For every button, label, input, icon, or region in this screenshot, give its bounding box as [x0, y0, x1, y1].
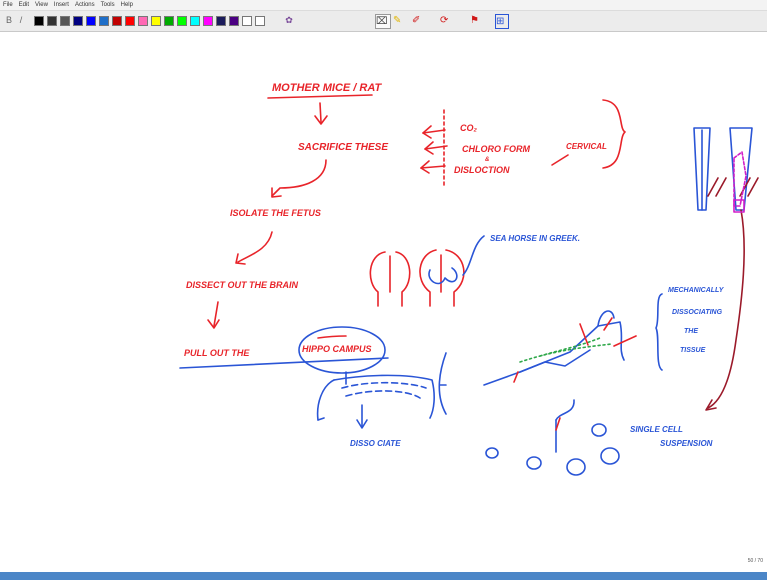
dark-ink-strokes [705, 177, 759, 411]
note-seahorse: SEA HORSE IN GREEK. [490, 234, 580, 243]
color-swatch[interactable] [190, 16, 200, 26]
note-title: MOTHER MICE / RAT [272, 82, 382, 94]
insert-space-icon[interactable]: ⊞ [495, 14, 509, 29]
color-swatch[interactable] [125, 16, 135, 26]
color-swatch[interactable] [229, 16, 239, 26]
color-swatch[interactable] [138, 16, 148, 26]
note-pull-out: PULL OUT THE [184, 348, 250, 358]
menu-help[interactable]: Help [120, 2, 133, 8]
ink-layer: MOTHER MICE / RAT SACRIFICE THESE CO₂ CH… [179, 82, 759, 476]
flag-icon[interactable]: ⚑ [470, 15, 479, 26]
menu-view[interactable]: View [35, 2, 48, 8]
color-swatch[interactable] [99, 16, 109, 26]
note-mechanically-3: THE [684, 328, 698, 335]
note-dislocation: DISLOCTION [454, 165, 510, 175]
note-canvas[interactable]: MOTHER MICE / RAT SACRIFICE THESE CO₂ CH… [0, 32, 767, 572]
note-isolate: ISOLATE THE FETUS [230, 208, 321, 218]
color-swatch[interactable] [34, 16, 44, 26]
color-swatch[interactable] [151, 16, 161, 26]
color-swatch[interactable] [60, 16, 70, 26]
note-mechanically-4: TISSUE [680, 347, 706, 354]
color-swatch[interactable] [242, 16, 252, 26]
color-swatch[interactable] [216, 16, 226, 26]
color-swatch[interactable] [203, 16, 213, 26]
menu-bar: File Edit View Insert Actions Tools Help [0, 0, 767, 11]
green-ink-strokes [519, 337, 613, 363]
tissue-arrows [513, 317, 637, 431]
magenta-ink-strokes [733, 151, 747, 213]
highlighter-icon[interactable]: ✐ [412, 15, 421, 26]
color-swatch[interactable] [47, 16, 57, 26]
line-style-icon[interactable]: / [19, 15, 23, 25]
menu-insert[interactable]: Insert [53, 2, 69, 8]
note-co2: CO₂ [460, 123, 478, 133]
pen-icon[interactable]: ✎ [393, 15, 402, 26]
note-ampersand: & [485, 157, 489, 163]
color-swatch[interactable] [73, 16, 83, 26]
color-swatch[interactable] [112, 16, 122, 26]
color-picker-icon[interactable]: ✿ [285, 15, 293, 25]
menu-actions[interactable]: Actions [74, 2, 95, 8]
status-bar [0, 572, 767, 580]
pen-style-icon[interactable]: B [5, 15, 12, 25]
menu-file[interactable]: File [3, 2, 13, 8]
note-dissect: DISSECT OUT THE BRAIN [186, 280, 299, 290]
note-chloroform: CHLORO FORM [462, 144, 530, 154]
menu-edit[interactable]: Edit [18, 2, 30, 8]
note-dissociate: DISSO CIATE [350, 439, 401, 448]
lasso-icon[interactable]: ⟳ [440, 15, 449, 26]
note-mechanically-1: MECHANICALLY [668, 287, 725, 294]
note-hippocampus: HIPPO CAMPUS [302, 344, 372, 354]
color-swatch[interactable] [177, 16, 187, 26]
note-single-cell-2: SUSPENSION [660, 439, 713, 448]
toolbar: B / ✿ ⌧ ✎ ✐ ⟳ ⚑ ⊞ [0, 11, 767, 32]
color-swatch[interactable] [86, 16, 96, 26]
color-swatch[interactable] [255, 16, 265, 26]
page-indicator: 50 / 70 [747, 558, 763, 564]
eraser-icon[interactable]: ⌧ [375, 14, 391, 29]
color-swatch[interactable] [164, 16, 174, 26]
note-mechanically-2: DISSOCIATING [672, 309, 723, 316]
red-ink-strokes [207, 94, 626, 339]
blue-ink-strokes [179, 127, 753, 476]
note-sacrifice: SACRIFICE THESE [298, 142, 388, 153]
menu-tools[interactable]: Tools [100, 2, 115, 8]
note-single-cell-1: SINGLE CELL [630, 425, 683, 434]
note-cervical: CERVICAL [566, 142, 607, 151]
